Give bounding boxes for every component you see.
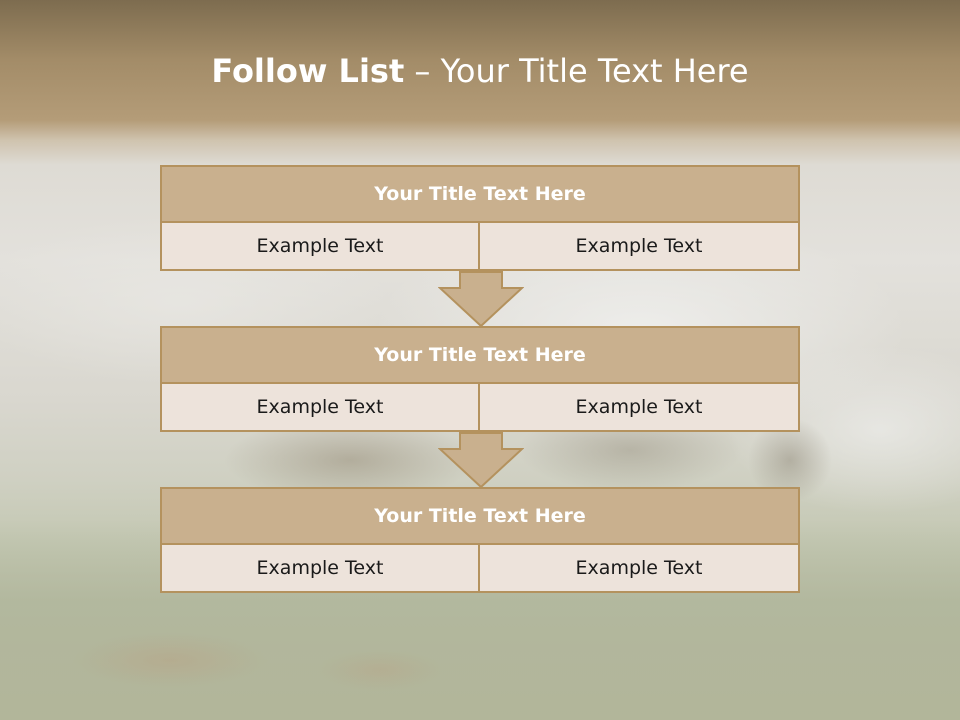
block-heading: Your Title Text Here <box>160 487 800 545</box>
block-heading: Your Title Text Here <box>160 165 800 223</box>
block-cell-right: Example Text <box>478 543 800 593</box>
title-bold: Follow List <box>211 52 405 90</box>
list-block-2: Your Title Text Here Example Text Exampl… <box>160 326 800 432</box>
block-row: Example Text Example Text <box>160 543 800 593</box>
block-heading: Your Title Text Here <box>160 326 800 384</box>
block-cell-left: Example Text <box>160 543 480 593</box>
background-dirt <box>0 600 960 720</box>
block-cell-right: Example Text <box>478 221 800 271</box>
list-block-1: Your Title Text Here Example Text Exampl… <box>160 165 800 271</box>
block-cell-left: Example Text <box>160 382 480 432</box>
block-row: Example Text Example Text <box>160 221 800 271</box>
list-block-3: Your Title Text Here Example Text Exampl… <box>160 487 800 593</box>
block-cell-right: Example Text <box>478 382 800 432</box>
block-cell-left: Example Text <box>160 221 480 271</box>
down-arrow-icon <box>438 432 524 488</box>
block-row: Example Text Example Text <box>160 382 800 432</box>
slide-title: Follow List – Your Title Text Here <box>0 52 960 90</box>
down-arrow-icon <box>438 271 524 327</box>
title-rest: – Your Title Text Here <box>404 52 749 90</box>
